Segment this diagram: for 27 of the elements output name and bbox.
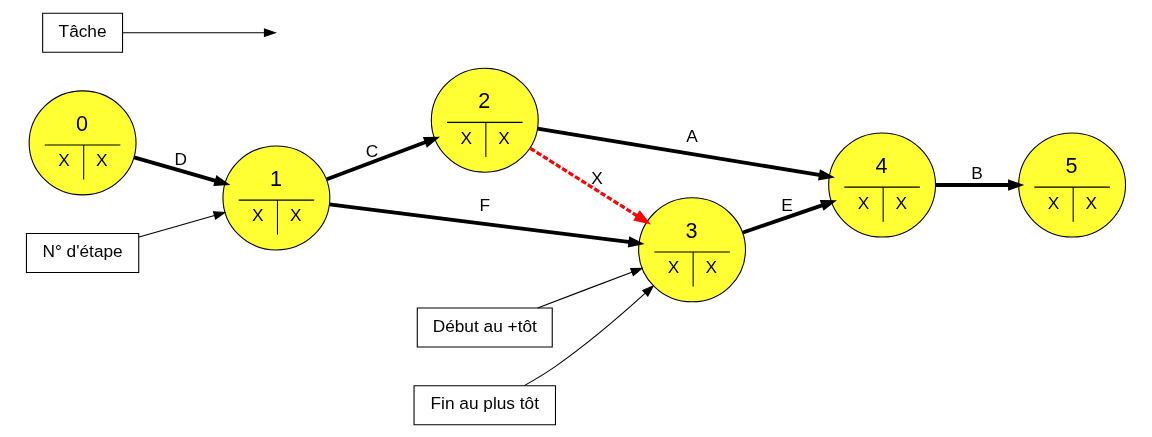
arrow [936, 178, 1025, 191]
edge-label: A [686, 125, 698, 146]
node-box: N° d'étape [25, 232, 140, 273]
arrow [742, 199, 837, 234]
node-box: Tâche [42, 12, 124, 53]
arrow [523, 284, 655, 386]
edge-label: X [591, 167, 603, 188]
node-circle: 5 X X [1018, 131, 1127, 238]
node-circle: 0 X X [28, 89, 137, 195]
arrow [326, 136, 441, 181]
arrow [529, 146, 652, 225]
arrow [138, 210, 227, 238]
edge-label: E [781, 194, 793, 215]
edge-label: F [479, 194, 491, 215]
node-circle: 2 X X [430, 67, 539, 173]
node-circle: 4 X X [828, 131, 937, 238]
arrow [122, 27, 277, 37]
edge-label: D [174, 148, 188, 169]
node-box: Début au +tôt [416, 307, 553, 347]
arrow [537, 126, 835, 180]
edge-label: C [365, 140, 379, 161]
arrow [537, 267, 644, 308]
node-circle: 1 X X [222, 144, 331, 250]
arrow [329, 202, 645, 248]
edge-label: B [971, 162, 983, 183]
node-box: Fin au plus tôt [413, 384, 557, 425]
arrow [133, 155, 231, 186]
